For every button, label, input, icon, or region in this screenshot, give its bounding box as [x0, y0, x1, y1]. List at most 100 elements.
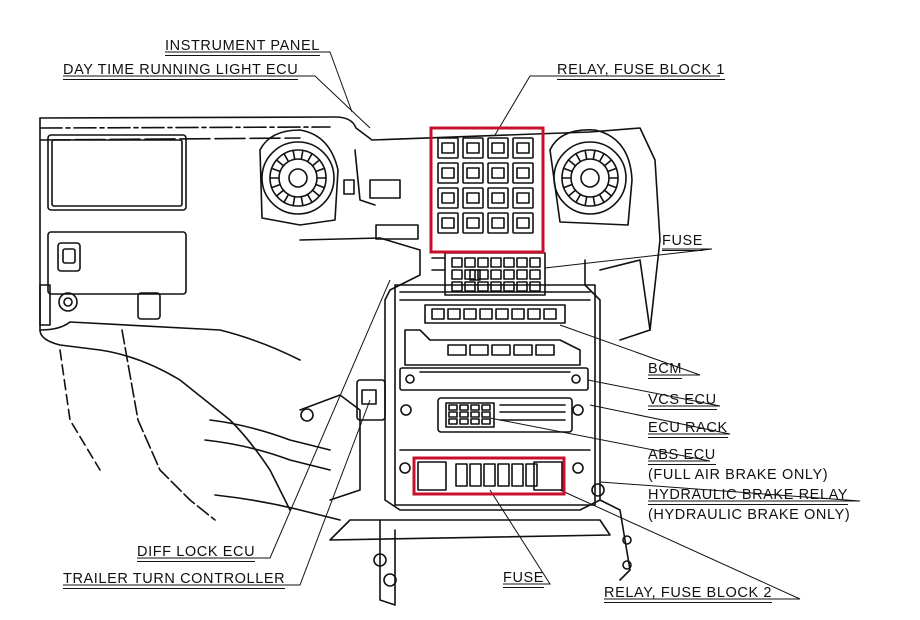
- bolt-bl: [399, 462, 411, 474]
- vent-right-vane: [567, 159, 577, 167]
- vent-right-vane: [592, 195, 596, 207]
- fuse-top-slot: [529, 281, 541, 292]
- fuse-top-slot: [464, 281, 476, 292]
- duct-3: [214, 494, 341, 521]
- relay-cell: [437, 162, 459, 184]
- vent-left-vane: [292, 195, 296, 207]
- leader-drl-ecu: [63, 75, 371, 129]
- switch-1: [57, 242, 81, 272]
- bcm-pin: [431, 308, 445, 320]
- relay-cell-inner: [466, 192, 480, 204]
- relay-cell: [512, 212, 534, 234]
- relay-cell: [512, 162, 534, 184]
- relay-cell-inner: [441, 142, 455, 154]
- bcm-body: [424, 304, 566, 324]
- vent-left-vane: [315, 183, 326, 189]
- duct-2: [204, 439, 331, 471]
- relay-cell-inner: [441, 217, 455, 229]
- bcm-pin: [479, 308, 493, 320]
- label-hydraulic-note: (HYDRAULIC BRAKE ONLY): [648, 507, 851, 523]
- vent-left-vane: [270, 183, 281, 189]
- connector-block: [369, 179, 401, 199]
- vent-left-vane: [283, 152, 290, 163]
- dash-left-face: [39, 117, 301, 361]
- vent-left-vane: [270, 167, 281, 173]
- vent-right-vane: [562, 167, 573, 173]
- relay-cell-inner: [491, 142, 505, 154]
- knob-left: [58, 292, 78, 312]
- relay-cell: [462, 187, 484, 209]
- fuse-bottom-slot: [469, 463, 482, 487]
- right-lower-bracket: [599, 499, 631, 581]
- fuse-top-slot: [503, 281, 515, 292]
- label-relay-fuse-block-1: RELAY, FUSE BLOCK 1: [557, 62, 726, 80]
- vent-right-vane: [598, 152, 605, 163]
- fuse-bottom-slot: [511, 463, 524, 487]
- connector-left-harness: [354, 149, 376, 206]
- abs-pin: [470, 404, 480, 411]
- relay-cell: [462, 162, 484, 184]
- bcm-pin: [543, 308, 557, 320]
- bcm-pin: [511, 308, 525, 320]
- vent-right-vane: [562, 183, 573, 189]
- vent-right-vane: [584, 195, 588, 207]
- fuse-top-slot: [490, 281, 502, 292]
- vent-right-vane: [575, 152, 582, 163]
- bcm-pin: [495, 308, 509, 320]
- relay-fuse-block-1-highlight: [429, 126, 545, 254]
- label-relay-fuse-block-2: RELAY, FUSE BLOCK 2: [604, 585, 773, 603]
- bcm-connector: [447, 344, 467, 356]
- label-fuse-bottom: FUSE: [503, 570, 545, 588]
- fuse-bottom-slot: [483, 463, 496, 487]
- abs-connector: [445, 402, 495, 428]
- relay-cell: [462, 212, 484, 234]
- relay-cell: [487, 212, 509, 234]
- vent-right-vane: [575, 193, 582, 204]
- left-gauge-pocket: [47, 134, 187, 211]
- connector-lower: [375, 224, 419, 240]
- abs-pin: [459, 411, 469, 418]
- bracket-hole: [383, 573, 397, 587]
- left-switch-pocket: [47, 231, 187, 295]
- center-stack: [299, 237, 601, 511]
- vent-right-vane: [603, 159, 613, 167]
- fuse-top-slot: [503, 269, 515, 280]
- relay-cell: [487, 162, 509, 184]
- vent-right-vane: [598, 193, 605, 204]
- label-trailer-turn-controller: TRAILER TURN CONTROLLER: [63, 571, 286, 589]
- ecu-rack-frame: [394, 284, 596, 506]
- bcm-connector: [513, 344, 533, 356]
- fuse-top-slot: [516, 257, 528, 268]
- relay-cell: [437, 212, 459, 234]
- fuse-top-slot: [451, 281, 463, 292]
- leader-abs-ecu: [489, 417, 711, 462]
- support-bracket: [379, 519, 396, 606]
- leader-relay-fuse-block-1: [494, 75, 720, 136]
- leader-hydraulic-brake-relay: [599, 481, 861, 502]
- vent-left-vane: [306, 152, 313, 163]
- relay-cell-inner: [441, 167, 455, 179]
- leader-relay-fuse-block-2: [559, 489, 801, 600]
- vent-left-hub: [288, 168, 308, 188]
- bolt-br: [572, 462, 584, 474]
- relay-cell-inner: [516, 217, 530, 229]
- vent-left-vane: [300, 149, 304, 161]
- fuse-top-slot: [477, 257, 489, 268]
- vent-right-vane: [592, 149, 596, 161]
- fuse-top-slot: [477, 269, 489, 280]
- abs-pin: [448, 411, 458, 418]
- vent-right-vane: [603, 189, 613, 197]
- bcm-connector: [491, 344, 511, 356]
- vent-right-vane: [607, 167, 618, 173]
- vent-right-bezel: [549, 129, 633, 226]
- leader-fuse-bottom: [489, 489, 551, 585]
- relay-cell-inner: [516, 192, 530, 204]
- left-edge-switch: [39, 284, 51, 326]
- abs-ecu-body: [437, 397, 573, 433]
- vent-left-vane: [292, 149, 296, 161]
- vent-right-vane: [567, 189, 577, 197]
- abs-pin: [470, 418, 480, 425]
- fuse-top-slot: [529, 257, 541, 268]
